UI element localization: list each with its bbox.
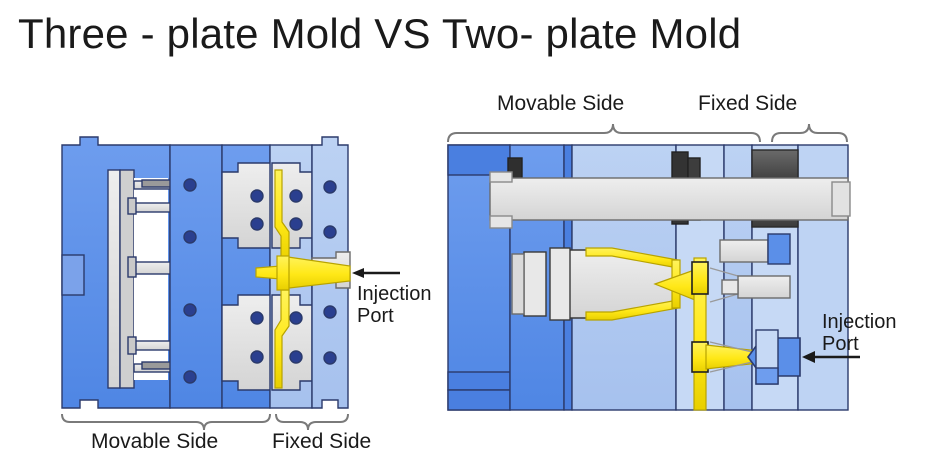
right-injection-port-line1: Injection xyxy=(822,311,897,333)
clamp-band-bottom-2 xyxy=(447,389,511,411)
ejector-plate xyxy=(107,169,121,389)
guide-pin xyxy=(289,189,303,203)
side-block-upper-cap xyxy=(767,233,791,265)
guide-pin xyxy=(250,189,264,203)
guide-pin xyxy=(183,178,197,192)
guide-pin xyxy=(323,180,337,194)
injection-port-arrowhead xyxy=(352,268,364,278)
guide-pin xyxy=(289,217,303,231)
two-plate-mold-drawing xyxy=(447,123,860,411)
leader-pin-collar-left xyxy=(489,171,513,183)
guide-pin xyxy=(250,311,264,325)
guide-pin xyxy=(183,303,197,317)
ejector-housing xyxy=(61,254,85,296)
brace-fixed-side xyxy=(275,413,349,431)
support-plate xyxy=(169,144,223,409)
core-backing-block xyxy=(549,247,571,321)
guide-pin xyxy=(183,370,197,384)
leader-pin-bar xyxy=(489,177,849,221)
guide-pin xyxy=(323,351,337,365)
brace-movable-side xyxy=(447,123,761,143)
cavity-insert-lower xyxy=(221,294,273,391)
leader-pin-collar-left-b xyxy=(489,215,513,229)
nozzle-seat xyxy=(755,367,779,385)
guide-pin xyxy=(289,350,303,364)
right-injection-port-line2: Port xyxy=(822,332,859,355)
guide-pin xyxy=(250,217,264,231)
clamp-band-bottom-1 xyxy=(447,371,511,391)
ejector-pin-heads xyxy=(127,197,137,355)
runner-junction xyxy=(276,255,290,291)
runner-seat-top xyxy=(691,261,709,295)
side-block-lower xyxy=(737,275,791,299)
side-block-lower-cap xyxy=(721,279,739,295)
core-shoulder xyxy=(511,253,525,315)
left-injection-port-line1: Injection xyxy=(357,283,432,305)
right-movable-side-label: Movable Side xyxy=(497,92,625,115)
right-injection-port-label: Injection Port xyxy=(822,311,897,355)
guide-pin xyxy=(183,230,197,244)
left-movable-side-label: Movable Side xyxy=(91,430,219,453)
left-fixed-side-label: Fixed Side xyxy=(272,430,372,453)
three-plate-mold-drawing xyxy=(61,136,400,431)
guide-pin xyxy=(323,225,337,239)
left-injection-port-line2: Port xyxy=(357,304,394,327)
left-injection-port-label: Injection Port xyxy=(357,283,432,327)
guide-pin xyxy=(289,311,303,325)
side-block-upper xyxy=(719,239,769,263)
injection-port-arrowhead xyxy=(802,351,815,363)
guide-pin xyxy=(250,350,264,364)
clamp-band-top xyxy=(447,144,511,176)
bolt-shank-top xyxy=(687,157,701,181)
core-insert-block xyxy=(523,251,547,317)
guide-pin xyxy=(323,305,337,319)
cavity-insert-upper xyxy=(221,162,273,249)
page-title: Three - plate Mold VS Two- plate Mold xyxy=(18,10,742,57)
right-fixed-side-label: Fixed Side xyxy=(698,92,798,115)
leader-pin-end-cap xyxy=(831,181,851,217)
brace-fixed-side xyxy=(771,123,848,143)
brace-movable-side xyxy=(61,413,271,431)
